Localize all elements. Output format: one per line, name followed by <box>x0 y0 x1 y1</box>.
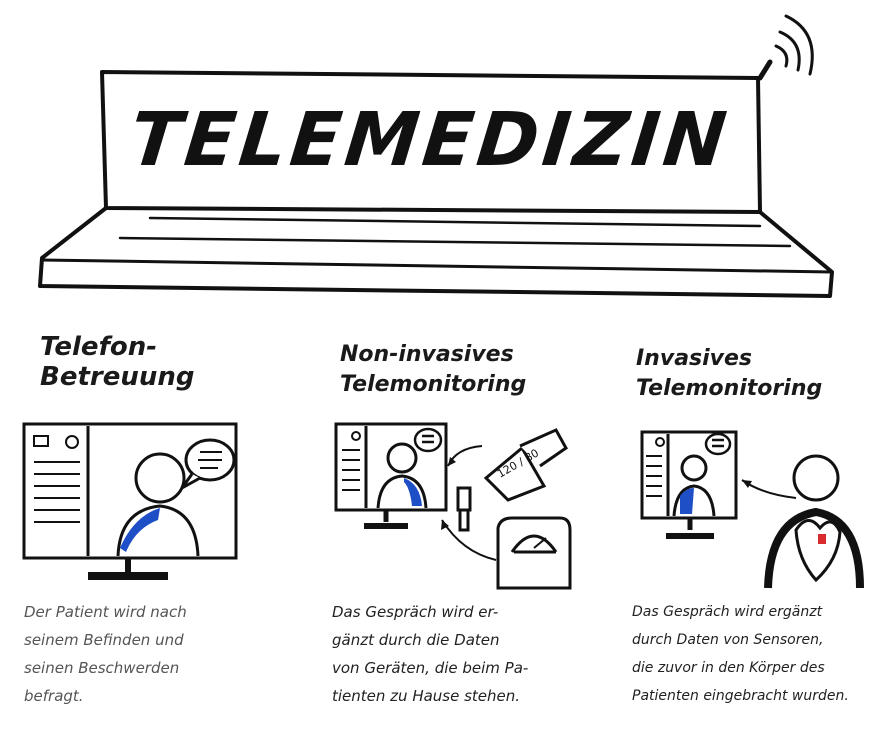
speech-bubble-icon <box>180 438 236 490</box>
patient-icon <box>376 442 428 509</box>
scale-icon <box>496 516 572 590</box>
speech-bubble-icon <box>704 432 732 456</box>
caption-line: seinen Beschwerden <box>24 659 180 677</box>
title-sign <box>38 70 834 298</box>
page-title: TELEMEDIZIN <box>125 97 735 183</box>
speech-bubble-icon <box>413 427 443 453</box>
monitor-icon <box>640 430 738 539</box>
caption-telefon: Der Patient wird nach seinem Befinden un… <box>24 598 187 710</box>
heading-line: Invasives <box>636 346 753 371</box>
caption-line: die zuvor in den Körper des <box>632 660 825 676</box>
caption-line: Das Gespräch wird er- <box>332 603 499 621</box>
patient-icon <box>672 454 716 517</box>
caption-line: seinem Befinden und <box>24 631 184 649</box>
glucose-meter-icon <box>456 486 472 532</box>
caption-line: Das Gespräch wird ergänzt <box>632 604 823 620</box>
caption-line: durch Daten von Sensoren, <box>632 632 824 648</box>
caption-invasive: Das Gespräch wird ergänzt durch Daten vo… <box>632 598 849 710</box>
section-heading-telefon: Telefon- Betreuung <box>40 332 194 392</box>
monitor-icon <box>334 422 448 529</box>
heading-line: Betreuung <box>40 362 195 392</box>
caption-line: tienten zu Hause stehen. <box>332 687 521 705</box>
heading-line: Non-invasives <box>340 342 514 367</box>
section-heading-non-invasive: Non-invasives Telemonitoring <box>340 340 526 400</box>
caption-line: Patienten eingebracht wurden. <box>632 688 849 704</box>
caption-line: gänzt durch die Daten <box>332 631 500 649</box>
patient-icon <box>116 452 200 557</box>
heart-sensor-icon <box>764 454 864 589</box>
caption-non-invasive: Das Gespräch wird er- gänzt durch die Da… <box>332 598 528 710</box>
caption-line: Der Patient wird nach <box>24 603 187 621</box>
caption-line: befragt. <box>24 687 84 705</box>
heading-line: Telefon- <box>40 332 158 362</box>
caption-line: von Geräten, die beim Pa- <box>332 659 529 677</box>
antenna-waves-icon <box>757 14 814 81</box>
blood-pressure-monitor-icon: 120 / 80 <box>483 428 568 502</box>
section-heading-invasive: Invasives Telemonitoring <box>636 344 822 404</box>
monitor-icon <box>22 422 238 580</box>
heading-line: Telemonitoring <box>340 372 527 397</box>
heading-line: Telemonitoring <box>636 376 823 401</box>
